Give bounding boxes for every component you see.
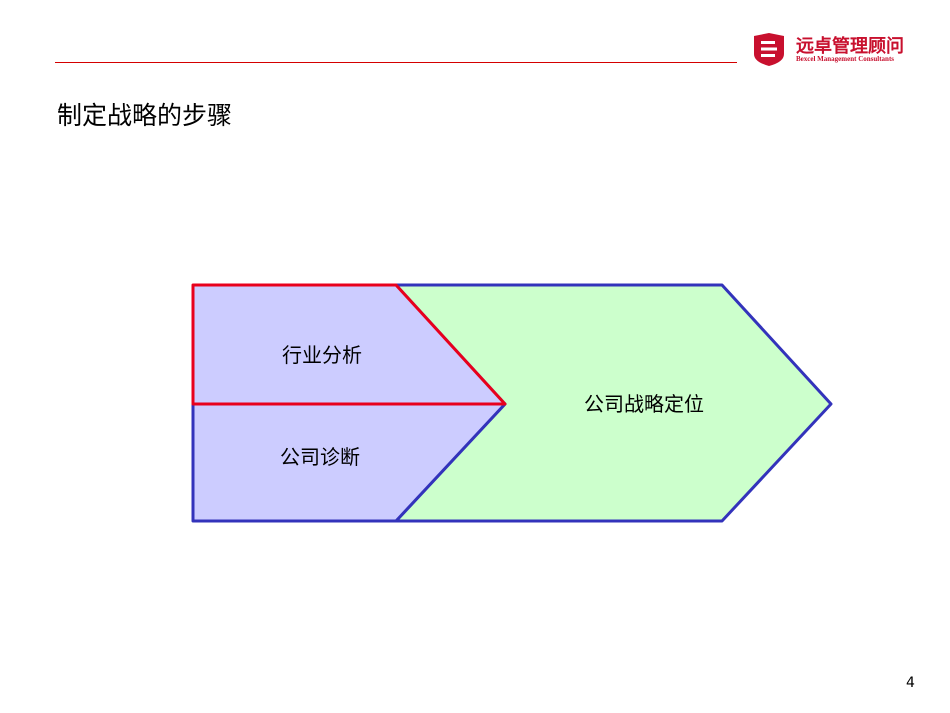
page-title: 制定战略的步骤: [57, 101, 233, 130]
output-label: 公司战略定位: [584, 392, 704, 416]
logo-mark-icon: [754, 33, 784, 66]
header-divider: [55, 62, 737, 63]
logo-english-name: Bexcel Management Consultants: [796, 55, 894, 63]
page-number: 4: [906, 675, 915, 691]
input-block-top: [191, 283, 507, 406]
input-top-label: 行业分析: [282, 343, 362, 367]
logo-chinese-name: 远卓管理顾问: [796, 36, 904, 57]
input-bottom-label: 公司诊断: [280, 445, 360, 469]
company-logo: 远卓管理顾问 Bexcel Management Consultants: [752, 30, 932, 66]
